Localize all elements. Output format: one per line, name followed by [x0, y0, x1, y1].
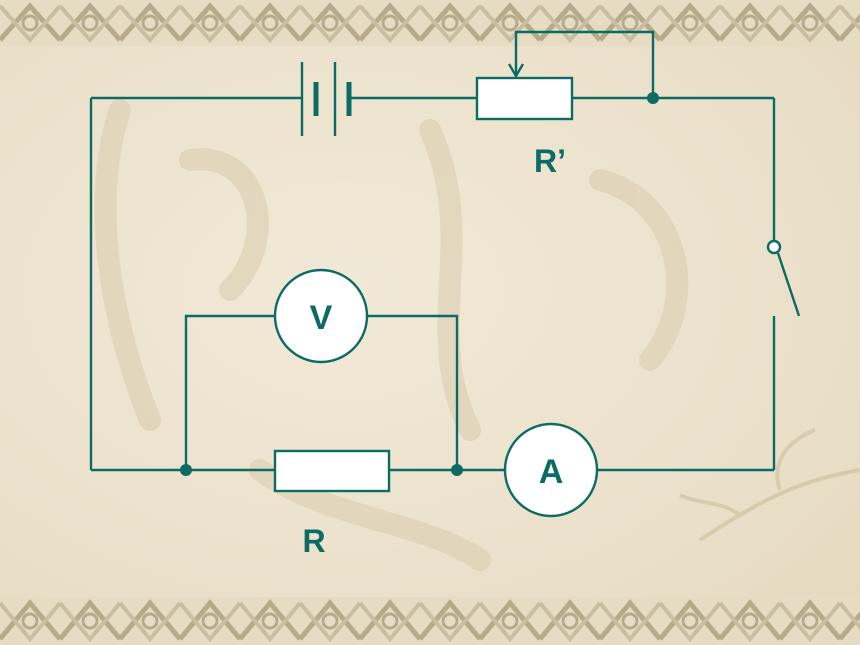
- switch-blade: [776, 252, 801, 317]
- rheostat-slider-wire: [514, 30, 655, 98]
- wire-voltmeter-left: [184, 314, 275, 470]
- rheostat: [475, 76, 574, 121]
- switch-pivot: [766, 239, 782, 255]
- resistor-label: R: [302, 523, 325, 559]
- rheostat-slider-arrow: [507, 63, 525, 79]
- bottom-border-pattern: [0, 597, 860, 645]
- rheostat-label: R’: [534, 143, 566, 179]
- node-top-right: [647, 92, 659, 104]
- resistor: [273, 449, 391, 493]
- battery-icon: [300, 62, 352, 136]
- ammeter-label: A: [539, 453, 564, 491]
- wire-voltmeter-right: [367, 314, 459, 470]
- voltmeter-label: V: [310, 299, 333, 337]
- top-border-pattern: [0, 0, 860, 46]
